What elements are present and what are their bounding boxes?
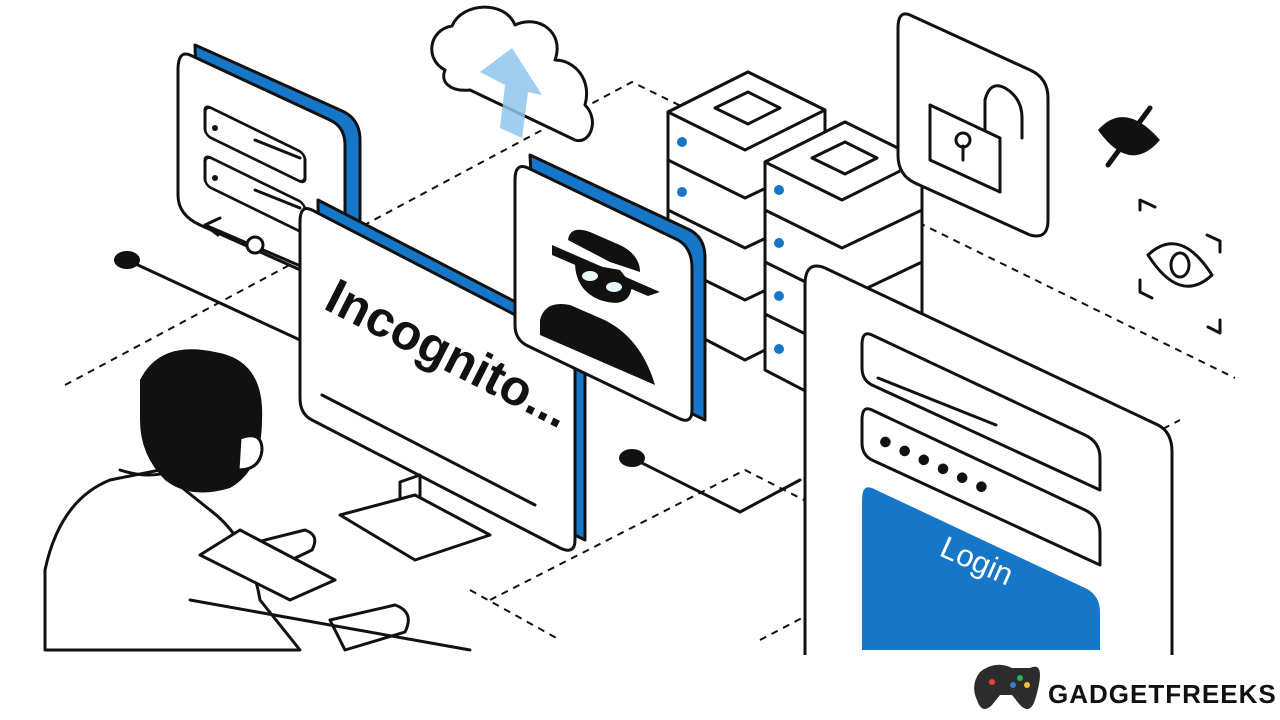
login-panel: •••••• Login xyxy=(803,264,1174,662)
desk xyxy=(188,528,472,652)
monitor: Incognito... xyxy=(298,198,587,562)
eye-slash-icon xyxy=(1098,105,1160,168)
footer-band xyxy=(0,655,1280,720)
user-illustration xyxy=(43,349,410,652)
brand-logo: GADGETFREEKS xyxy=(974,664,1277,709)
cloud-upload-icon xyxy=(430,5,594,143)
spy-icon xyxy=(540,229,660,385)
network-connectors xyxy=(114,251,802,514)
login-button[interactable] xyxy=(862,487,1100,650)
brand-name: GADGETFREEKS xyxy=(1048,679,1277,709)
spy-panel xyxy=(513,153,707,422)
document-panel xyxy=(176,43,362,292)
gamepad-icon xyxy=(974,664,1040,709)
padlock-open-icon xyxy=(896,12,1050,238)
eye-scan-icon xyxy=(1138,198,1222,335)
